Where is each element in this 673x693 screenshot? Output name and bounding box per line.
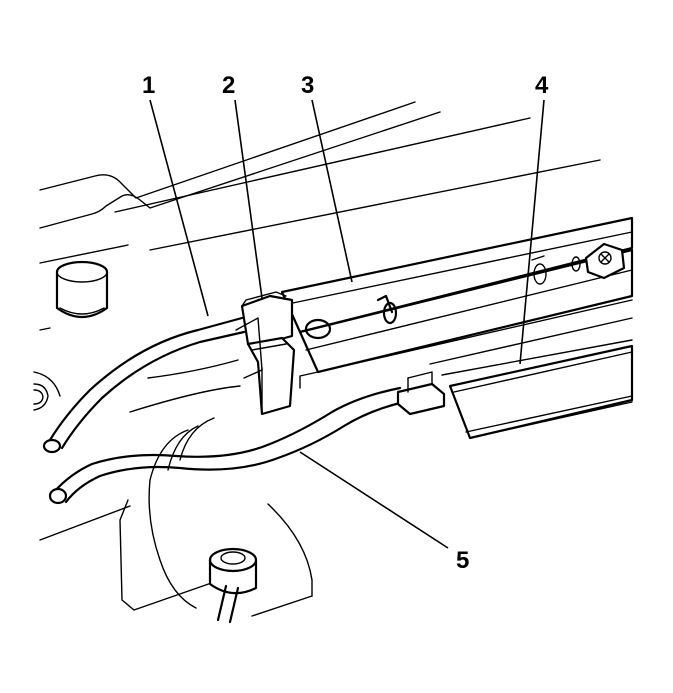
callout-3: 3 — [301, 72, 314, 99]
wire-harness-upper — [42, 316, 246, 454]
wire-harness-lower — [48, 386, 406, 505]
callout-5: 5 — [456, 547, 469, 574]
left-edge-stud — [33, 371, 61, 411]
leader-2 — [234, 99, 263, 299]
lower-rail-body — [317, 299, 633, 376]
callout-labels: 1 2 3 4 5 — [142, 72, 549, 574]
callout-leaders — [149, 99, 545, 549]
callout-4: 4 — [535, 72, 549, 99]
floor-pan-lower — [39, 417, 313, 617]
leader-5 — [299, 451, 449, 549]
harness-clip — [235, 291, 296, 416]
seat-track-rail — [280, 216, 634, 389]
leader-1 — [149, 99, 209, 317]
mounting-bolt — [208, 547, 258, 624]
cushion-panel — [448, 344, 634, 440]
rubber-plug — [55, 260, 109, 319]
leader-4 — [519, 99, 545, 365]
leader-3 — [311, 99, 353, 283]
floor-panel-contours — [39, 101, 601, 331]
callout-2: 2 — [222, 72, 235, 99]
harness-connector — [396, 371, 446, 416]
callout-1: 1 — [142, 72, 155, 99]
